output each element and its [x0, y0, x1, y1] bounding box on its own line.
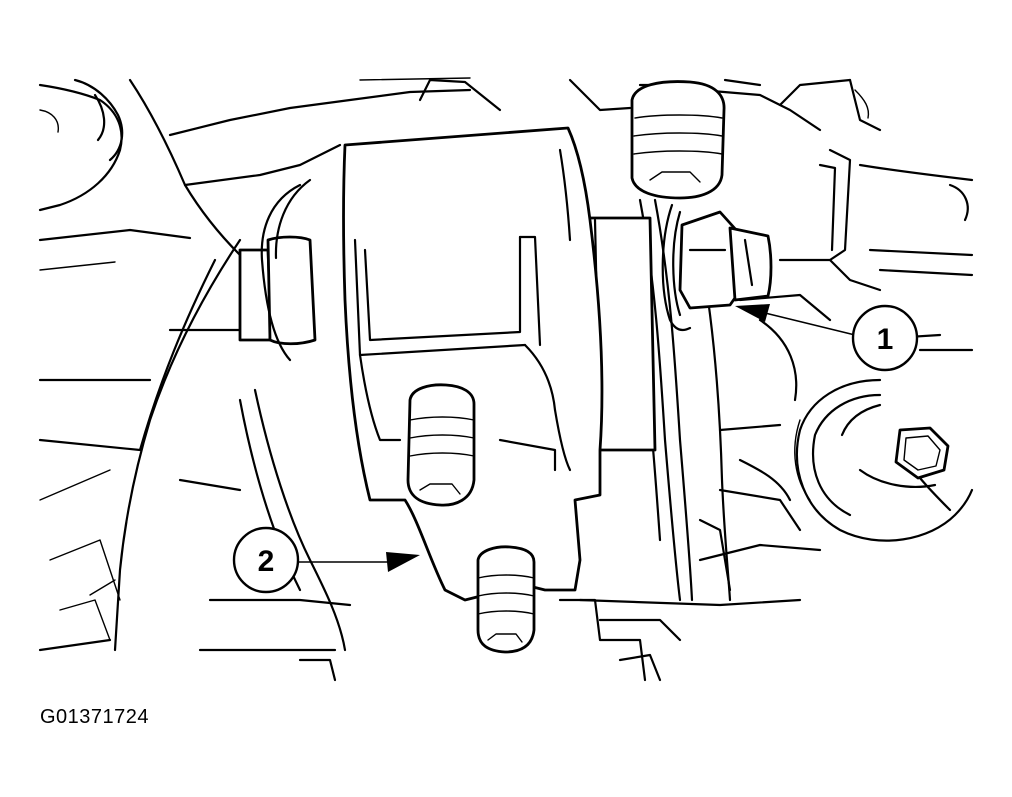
through-bolt: [238, 178, 317, 362]
callout-2: 2: [232, 526, 420, 594]
background-structure: [38, 77, 974, 682]
mount-studs: [406, 383, 536, 654]
mount-bracket: [342, 126, 604, 602]
retaining-nut: [661, 203, 773, 331]
callout-1-leader: [764, 312, 856, 336]
figure-id: G01371724: [40, 706, 150, 728]
callout-1-circle: [851, 304, 919, 372]
callout-2-circle: [232, 526, 300, 594]
callout-1-label: 1: [877, 323, 894, 356]
callout-1: 1: [735, 304, 919, 372]
callout-2-label: 2: [258, 545, 275, 578]
callout-2-arrowhead: [386, 552, 420, 572]
callout-1-arrowhead: [735, 304, 770, 322]
